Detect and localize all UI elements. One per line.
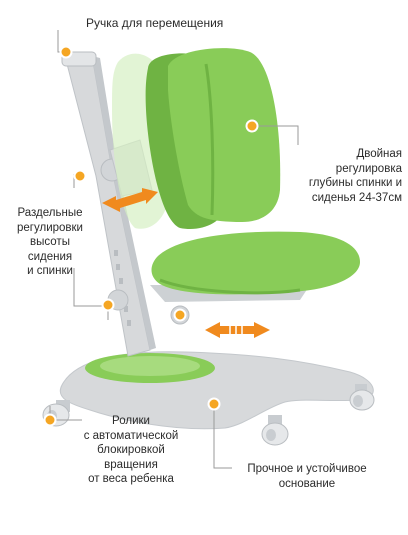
- double-arrow-icon: [205, 322, 270, 338]
- height-label-line: Раздельные: [17, 207, 83, 219]
- wheels-label-line: от веса ребенка: [88, 473, 174, 485]
- height-label-line: высоты: [30, 236, 70, 248]
- dot-callout-icon: [173, 308, 187, 322]
- base-label-line: основание: [278, 477, 336, 490]
- height-label-line: регулировки: [17, 221, 83, 234]
- dot-callout-icon: [101, 298, 115, 312]
- base-label-line: Прочное и устойчивое: [247, 463, 367, 475]
- handle-label: Ручка для перемещения: [86, 16, 224, 30]
- depth-label-line: сиденья 24-37см: [311, 191, 402, 204]
- height-label-line: сидения: [27, 250, 73, 263]
- wheels-label-line: с автоматической: [83, 429, 179, 442]
- dot-callout-icon: [245, 119, 259, 133]
- depth-adjust-label: Двойная регулировка глубины спинки и сид…: [262, 147, 402, 205]
- depth-label-line: регулировка: [335, 162, 402, 175]
- base-label: Прочное и устойчивое основание: [232, 462, 382, 491]
- wheels-label-line: вращения: [104, 458, 158, 471]
- depth-label-line: глубины спинки и: [308, 177, 402, 189]
- height-label-line: и спинки: [27, 265, 73, 277]
- chair-base: [42, 351, 375, 446]
- chair-backrest: [112, 48, 281, 230]
- double-arrow-icon: [102, 188, 158, 212]
- dot-callout-icon: [43, 413, 57, 427]
- height-adjust-label: Раздельные регулировки высоты сидения и …: [2, 206, 98, 279]
- wheels-label-line: блокировкой: [97, 444, 165, 456]
- wheels-label: Ролики с автоматической блокировкой вращ…: [76, 414, 186, 487]
- wheel-right: [349, 384, 375, 411]
- dot-callout-icon: [207, 397, 221, 411]
- depth-label-line: Двойная: [356, 148, 402, 160]
- dot-callout-icon: [73, 169, 87, 183]
- wheel-front: [261, 415, 289, 446]
- dot-callout-icon: [59, 45, 73, 59]
- wheels-label-line: Ролики: [112, 415, 150, 427]
